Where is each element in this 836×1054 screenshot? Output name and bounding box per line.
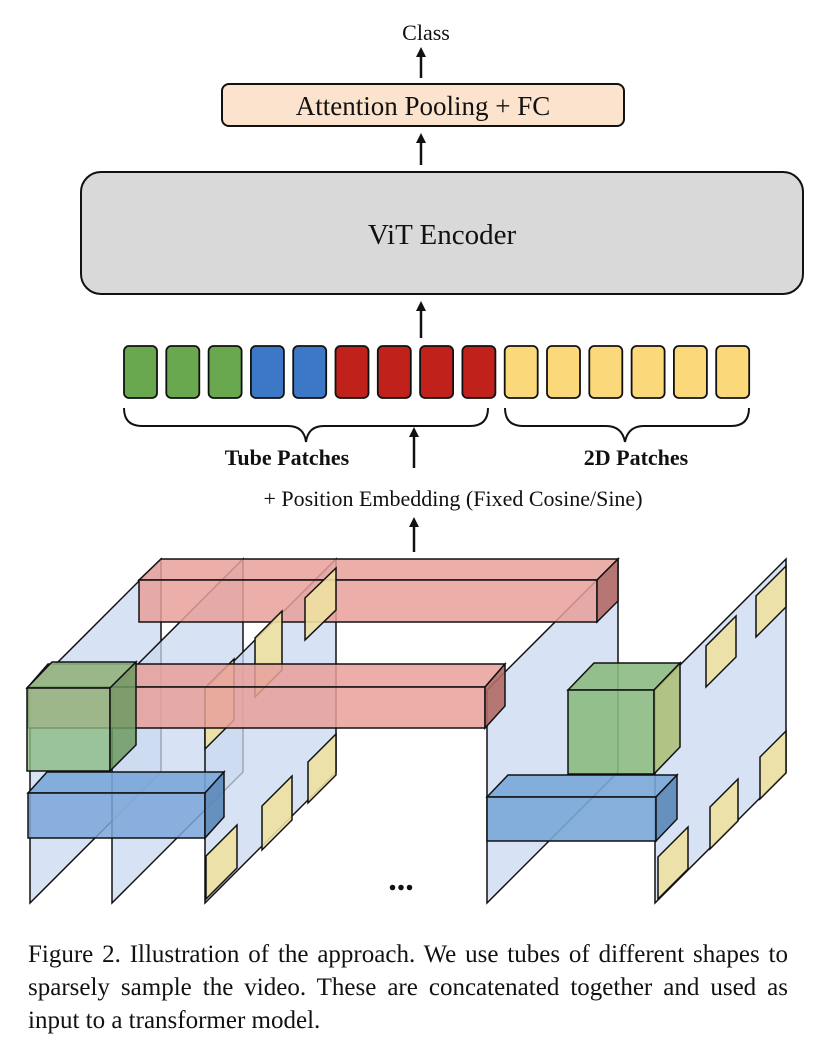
class-label: Class [402, 20, 450, 45]
red-tube-side [596, 557, 619, 624]
blue-tube-side [204, 770, 225, 840]
position-embedding-label: + Position Embedding (Fixed Cosine/Sine) [263, 486, 642, 511]
2d-patch-token [630, 345, 666, 399]
green-tube-front [26, 687, 111, 772]
tube-patch-token [376, 345, 412, 399]
2d-patch [705, 614, 737, 689]
tube-patch-token [292, 345, 328, 399]
blue-tube-side [655, 773, 678, 843]
2d-patch [657, 825, 689, 901]
2d-patch-token [588, 345, 624, 399]
attention-pooling-label: Attention Pooling + FC [296, 91, 551, 121]
2d-patch-token [673, 345, 708, 399]
2d-patch [759, 729, 787, 801]
vit-encoder-box [80, 171, 804, 295]
2d-patch [755, 564, 787, 639]
tube-patch-token [334, 345, 370, 399]
2d-patches-label: 2D Patches [584, 445, 689, 470]
2d-patch [709, 777, 739, 851]
2d-patch [205, 823, 238, 901]
tube-patch-token [461, 345, 497, 399]
token-sequence [123, 345, 751, 399]
approach-diagram: Class Attention Pooling + FC ViT Encoder… [25, 20, 804, 905]
red-tube-top [137, 558, 620, 581]
tube-patch-token [249, 345, 285, 399]
green-tube-side [653, 661, 681, 776]
tube-patches-label: Tube Patches [225, 445, 350, 470]
blue-tube-front [486, 796, 657, 842]
ellipsis-label: ... [388, 861, 414, 898]
attention-pooling-box [221, 83, 625, 127]
blue-tube-top [485, 774, 679, 798]
2d-patch [307, 732, 337, 805]
2d-patch [304, 566, 337, 642]
2d-patch-token [546, 345, 581, 399]
video-volume [25, 557, 787, 905]
tube-patch-token [419, 345, 455, 399]
tube-patch-token [165, 345, 201, 399]
green-tube-front [567, 689, 655, 775]
2d-patch [261, 774, 293, 852]
figure-caption: Figure 2. Illustration of the approach. … [28, 941, 788, 1034]
blue-tube-top [26, 771, 226, 794]
2d-patch-token [503, 345, 539, 399]
red-tube-side [484, 661, 506, 730]
tube-patch-token [207, 345, 243, 399]
2d-patches-brace [504, 407, 750, 443]
tube-patches-brace [123, 407, 489, 443]
vit-encoder-label: ViT Encoder [368, 219, 517, 251]
green-tube-side [109, 660, 137, 773]
tube-patch-token [123, 345, 158, 399]
2d-patch-token [715, 345, 751, 399]
red-tube-front [138, 579, 598, 623]
blue-tube-front [27, 792, 206, 839]
